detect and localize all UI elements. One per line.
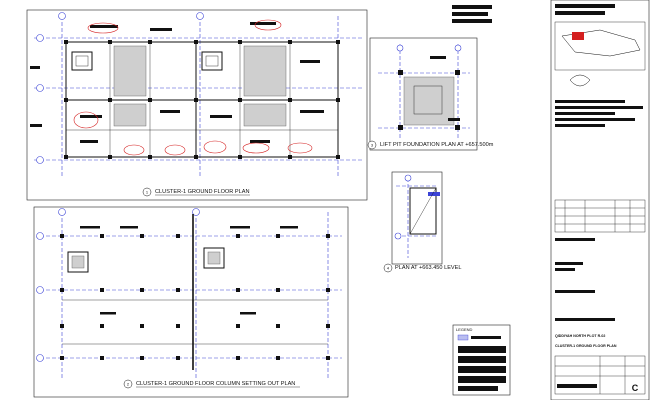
grid-bubble xyxy=(36,84,44,92)
grid-bubble xyxy=(396,44,404,52)
grid-bubble xyxy=(196,12,204,20)
plan-1-title-number: 1 xyxy=(146,190,149,195)
room-shaded xyxy=(243,103,287,127)
revision-table xyxy=(554,199,646,233)
markup-cloud xyxy=(73,111,99,129)
markup-cloud xyxy=(164,144,186,156)
plan-3-title-bubble xyxy=(367,140,377,150)
markup-cloud xyxy=(242,142,270,154)
grid-bubble xyxy=(36,232,44,240)
plan-2-frame xyxy=(33,206,349,398)
highlight-block xyxy=(428,192,440,196)
plan-4-frame xyxy=(391,171,443,265)
plan-1-ground-floor: 1 CLUSTER-1 GROUND FLOOR PLAN xyxy=(26,9,368,201)
grid-bubble xyxy=(36,156,44,164)
markup-cloud xyxy=(287,142,313,154)
legend-box: LEGEND xyxy=(452,324,511,396)
plan-2-column-setting-out: 2 CLUSTER-1 GROUND FLOOR COLUMN SETTING … xyxy=(33,206,349,398)
plan-3-frame xyxy=(369,37,478,151)
lift-core xyxy=(201,51,223,71)
grid-bubble xyxy=(404,174,412,182)
revision-letter: C xyxy=(632,383,639,393)
north-arrow xyxy=(569,74,591,87)
legend-title: LEGEND xyxy=(456,327,473,332)
markup-cloud xyxy=(123,144,145,156)
grid-bubble xyxy=(192,208,200,216)
plan-2-title-bubble xyxy=(123,379,133,389)
grid-bubble xyxy=(394,232,402,240)
lift-pit-slab xyxy=(403,76,455,126)
lift-core xyxy=(203,247,225,269)
title-block: QIDDIYAH NORTH PLOT R-02 CLUSTER-1 GROUN… xyxy=(550,0,650,400)
lift-core xyxy=(71,51,93,71)
grid-bubble xyxy=(36,354,44,362)
markup-cloud xyxy=(254,19,282,31)
grid-bubble xyxy=(454,44,462,52)
markup-cloud xyxy=(203,140,227,154)
grid-bubble xyxy=(58,208,66,216)
grid-bubble xyxy=(36,34,44,42)
plan-4-title-bubble xyxy=(383,263,393,273)
room-shaded xyxy=(243,45,287,97)
plan-4-title-number: 4 xyxy=(387,266,390,271)
plan-4-level: 4 PLAN AT +663.450 LEVEL xyxy=(383,171,462,273)
lift-core xyxy=(67,251,89,273)
plan-3-title: LIFT PIT FOUNDATION PLAN AT +657.500m xyxy=(380,142,494,148)
grid-bubble xyxy=(36,286,44,294)
plan-1-title: CLUSTER-1 GROUND FLOOR PLAN xyxy=(155,189,250,195)
plan-3-title-number: 3 xyxy=(371,143,374,148)
key-plan xyxy=(554,21,646,71)
column-marks xyxy=(60,234,330,360)
project-name: QIDDIYAH NORTH PLOT R-02 xyxy=(555,334,605,338)
room-shaded xyxy=(113,45,147,97)
drawing-title: CLUSTER-1 GROUND FLOOR PLAN xyxy=(555,344,617,348)
general-notes xyxy=(452,5,492,23)
grid-bubble xyxy=(58,12,66,20)
plan-1-title-bubble xyxy=(142,187,152,197)
plan-1-frame xyxy=(26,9,368,201)
key-plan-highlight xyxy=(572,32,584,40)
markup-cloud xyxy=(87,22,119,34)
plan-2-title: CLUSTER-1 GROUND FLOOR COLUMN SETTING OU… xyxy=(136,381,295,387)
plan-3-lift-pit: 3 LIFT PIT FOUNDATION PLAN AT +657.500m xyxy=(367,37,494,151)
room-shaded xyxy=(113,103,147,127)
plan-4-title: PLAN AT +663.450 LEVEL xyxy=(395,265,462,271)
plan-2-title-number: 2 xyxy=(127,382,130,387)
